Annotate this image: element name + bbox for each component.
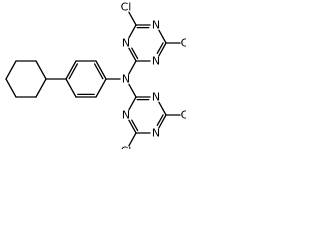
double-bond-line (156, 114, 164, 126)
bond-line (158, 42, 167, 57)
bond-line (158, 101, 167, 116)
bond-line (35, 78, 47, 98)
bond-line (128, 47, 137, 62)
bond-line (95, 78, 107, 98)
bond-line (128, 96, 137, 111)
bond-line (128, 24, 137, 39)
nitrogen-atom-label: N (152, 19, 160, 32)
bond-line (158, 29, 167, 44)
nitrogen-atom-label: N (122, 109, 130, 122)
double-bond-line (68, 63, 79, 80)
nitrogen-atom-label: N (152, 127, 160, 140)
double-bond-line (131, 47, 139, 60)
chlorine-atom-label: Cl (181, 109, 186, 122)
double-bond-line (93, 63, 104, 80)
chlorine-atom-label: Cl (181, 37, 186, 50)
bond-line (5, 78, 17, 98)
bond-line (5, 60, 17, 80)
chlorine-atom-label: Cl (121, 1, 132, 14)
bond-line (128, 132, 137, 147)
molecule-structure: NNNNClClNNNClCl (5, 1, 186, 150)
bond-line (35, 60, 47, 80)
bond-layer (5, 11, 181, 147)
chlorine-atom-label: Cl (121, 145, 132, 150)
bond-line (65, 78, 77, 98)
double-bond-line (131, 119, 139, 132)
nitrogen-atom-label: N (152, 91, 160, 104)
nitrogen-atom-label: N (122, 37, 130, 50)
bond-line (158, 114, 167, 129)
bond-line (128, 60, 137, 75)
nitrogen-atom-label: N (122, 73, 130, 86)
double-bond-line (156, 42, 164, 54)
bond-line (128, 83, 137, 98)
bond-line (128, 119, 137, 134)
bond-line (65, 60, 77, 80)
nitrogen-atom-label: N (152, 55, 160, 68)
bond-line (128, 11, 137, 26)
atom-label-layer: NNNNClClNNNClCl (121, 1, 186, 150)
bond-line (95, 60, 107, 80)
